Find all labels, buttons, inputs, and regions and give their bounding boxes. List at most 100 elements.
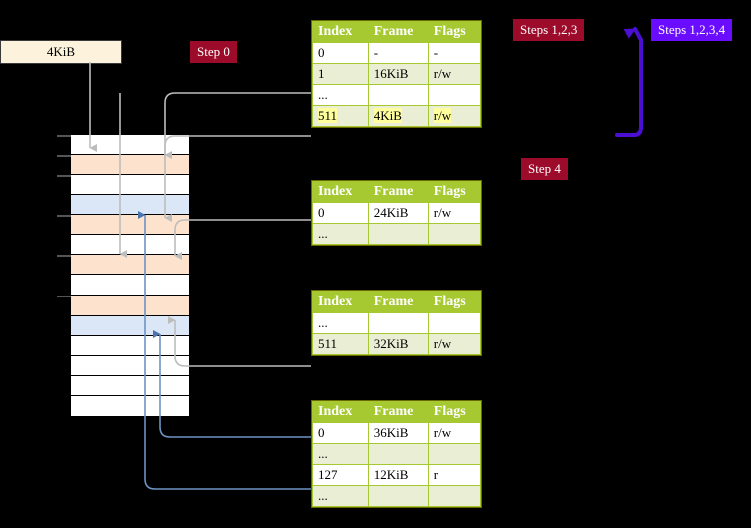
memory-tick-mark xyxy=(57,135,71,137)
cell-index: 511 xyxy=(312,333,369,355)
step0-badge: Step 0 xyxy=(190,41,237,63)
physical-memory-grid xyxy=(57,134,190,416)
memory-tick-mark xyxy=(57,255,71,257)
cell-flags: r/w xyxy=(427,333,482,355)
memory-frame-row xyxy=(57,155,189,176)
steps123-label: Steps 1,2,3 xyxy=(520,22,578,37)
memory-frame-row xyxy=(57,255,189,276)
table-row: ... xyxy=(312,443,482,465)
steps123-badge: Steps 1,2,3 xyxy=(513,19,585,41)
cell-flags: - xyxy=(427,42,482,64)
cell-index: ... xyxy=(312,485,369,507)
memory-tick-mark xyxy=(57,215,71,217)
memory-frame-row xyxy=(71,275,189,296)
cell-index: ... xyxy=(312,84,369,106)
cell-flags xyxy=(427,312,482,334)
memory-frame-row xyxy=(57,135,189,156)
cell-frame: 12KiB xyxy=(367,464,429,486)
column-header-index: Index xyxy=(312,181,369,203)
connector-purple-bracket xyxy=(615,27,643,137)
cell-index: 0 xyxy=(312,422,369,444)
memory-frame-row xyxy=(71,335,189,356)
cell-flags: r/w xyxy=(427,105,482,127)
step0-label: Step 0 xyxy=(197,44,230,59)
cell-flags xyxy=(427,443,482,465)
memory-frame-row xyxy=(71,315,189,336)
column-header-frame: Frame xyxy=(367,401,429,423)
memory-frame-row xyxy=(71,195,189,216)
cell-frame: 36KiB xyxy=(367,422,429,444)
column-header-index: Index xyxy=(312,21,369,43)
cell-index: 0 xyxy=(312,42,369,64)
table-row: ... xyxy=(312,485,482,507)
memory-frame-row xyxy=(71,375,189,396)
memory-tick-mark xyxy=(57,295,71,298)
column-header-frame: Frame xyxy=(367,291,429,313)
highlighted-value: 511 xyxy=(318,108,338,123)
highlighted-value: r/w xyxy=(433,108,452,123)
memory-frame-row xyxy=(57,215,189,236)
cell-index: 511 xyxy=(312,105,369,127)
cell-frame: 24KiB xyxy=(367,202,429,224)
table-row: 0-- xyxy=(312,42,482,64)
cell-index: ... xyxy=(312,223,369,245)
connector-pd-to-mem xyxy=(168,316,311,367)
cell-frame xyxy=(367,84,429,106)
steps1234-badge: Steps 1,2,3,4 xyxy=(651,19,733,41)
memory-frame-row xyxy=(57,175,189,196)
memory-tick-mark xyxy=(57,175,71,177)
table-row: ... xyxy=(312,312,482,334)
column-header-flags: Flags xyxy=(427,181,482,203)
highlighted-value: 4KiB xyxy=(373,108,402,123)
kib-frame-box: 4KiB xyxy=(0,40,122,64)
cell-index: ... xyxy=(312,443,369,465)
cell-frame: 4KiB xyxy=(367,105,429,127)
cell-index: 1 xyxy=(312,63,369,85)
memory-frame-row xyxy=(71,235,189,256)
step4-label: Step 4 xyxy=(528,161,561,176)
cell-flags: r/w xyxy=(427,202,482,224)
cell-flags: r/w xyxy=(427,63,482,85)
cell-frame xyxy=(367,485,429,507)
column-header-index: Index xyxy=(312,401,369,423)
table-row: ... xyxy=(312,84,482,106)
cell-flags: r/w xyxy=(427,422,482,444)
column-header-flags: Flags xyxy=(427,21,482,43)
column-header-index: Index xyxy=(312,291,369,313)
table-row: 511 4KiB r/w xyxy=(312,105,482,127)
steps1234-label: Steps 1,2,3,4 xyxy=(658,22,726,37)
table-row: ... xyxy=(312,223,482,245)
kib-frame-label: 4KiB xyxy=(46,44,76,59)
cell-index: ... xyxy=(312,312,369,334)
cell-frame: 32KiB xyxy=(367,333,429,355)
memory-tick-mark xyxy=(57,155,71,157)
cell-index: 0 xyxy=(312,202,369,224)
column-header-frame: Frame xyxy=(367,181,429,203)
memory-frame-row xyxy=(71,355,189,376)
memory-frame-row xyxy=(71,395,189,416)
cell-frame: 16KiB xyxy=(367,63,429,85)
cell-index: 127 xyxy=(312,464,369,486)
cell-flags xyxy=(427,485,482,507)
column-header-flags: Flags xyxy=(427,401,482,423)
cell-flags xyxy=(427,223,482,245)
column-header-frame: Frame xyxy=(367,21,429,43)
cell-frame: - xyxy=(367,42,429,64)
cell-flags: r xyxy=(427,464,482,486)
cell-frame xyxy=(367,223,429,245)
cell-flags xyxy=(427,84,482,106)
column-header-flags: Flags xyxy=(427,291,482,313)
connector-pdp-to-mem xyxy=(174,219,311,260)
cell-frame xyxy=(367,443,429,465)
step4-badge: Step 4 xyxy=(521,158,568,180)
